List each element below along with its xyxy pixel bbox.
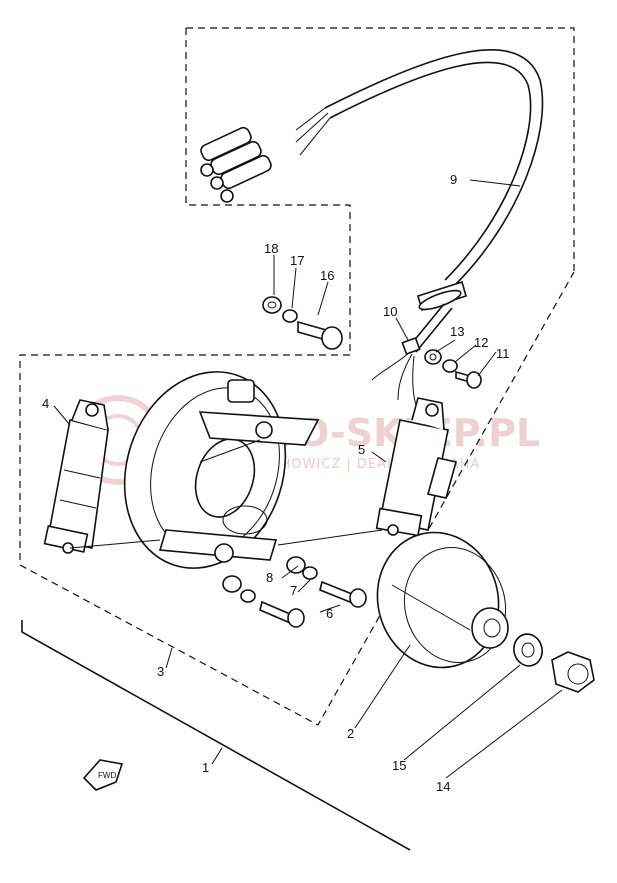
leader-lines	[53, 179, 563, 779]
stator-base-3	[69, 371, 320, 569]
callout-1: 1	[202, 760, 209, 775]
screw-6	[259, 580, 367, 628]
screw-11	[455, 370, 482, 389]
fwd-marker: FWD	[82, 759, 124, 791]
bolt-16	[297, 320, 343, 350]
washer-13	[424, 349, 442, 365]
callout-4: 4	[42, 396, 49, 411]
callout-14: 14	[436, 779, 450, 794]
callout-8: 8	[266, 570, 273, 585]
callout-15: 15	[392, 758, 406, 773]
washer-18	[262, 296, 282, 314]
callouts: 1 2 3 4 5 6 7 8 9 10 11 12 13 14 15 16 1…	[42, 172, 510, 794]
pulser-coil-4	[43, 399, 109, 554]
washer-12	[442, 359, 458, 373]
flywheel-rotor-2	[376, 531, 509, 669]
callout-2: 2	[347, 726, 354, 741]
callout-3: 3	[157, 664, 164, 679]
cable-group-boundary	[186, 27, 575, 272]
washer-8	[286, 556, 318, 580]
nut-14	[551, 651, 595, 693]
washer-15	[513, 633, 543, 667]
lead-wire	[200, 48, 544, 406]
callout-9: 9	[450, 172, 457, 187]
callout-12: 12	[474, 335, 488, 350]
kit-bracket-line	[21, 620, 411, 851]
source-coil-5	[277, 397, 457, 546]
callout-5: 5	[358, 442, 365, 457]
callout-18: 18	[264, 241, 278, 256]
stator-assembly-boundary	[19, 271, 575, 726]
connector-plugs	[200, 126, 272, 203]
callout-7: 7	[290, 583, 297, 598]
fwd-label: FWD	[98, 771, 116, 780]
callout-11: 11	[496, 346, 510, 361]
callout-6: 6	[326, 606, 333, 621]
callout-10: 10	[383, 304, 397, 319]
callout-16: 16	[320, 268, 334, 283]
callout-13: 13	[450, 324, 464, 339]
washer-7	[222, 575, 256, 603]
callout-17: 17	[290, 253, 304, 268]
lock-washer-17	[282, 309, 298, 323]
